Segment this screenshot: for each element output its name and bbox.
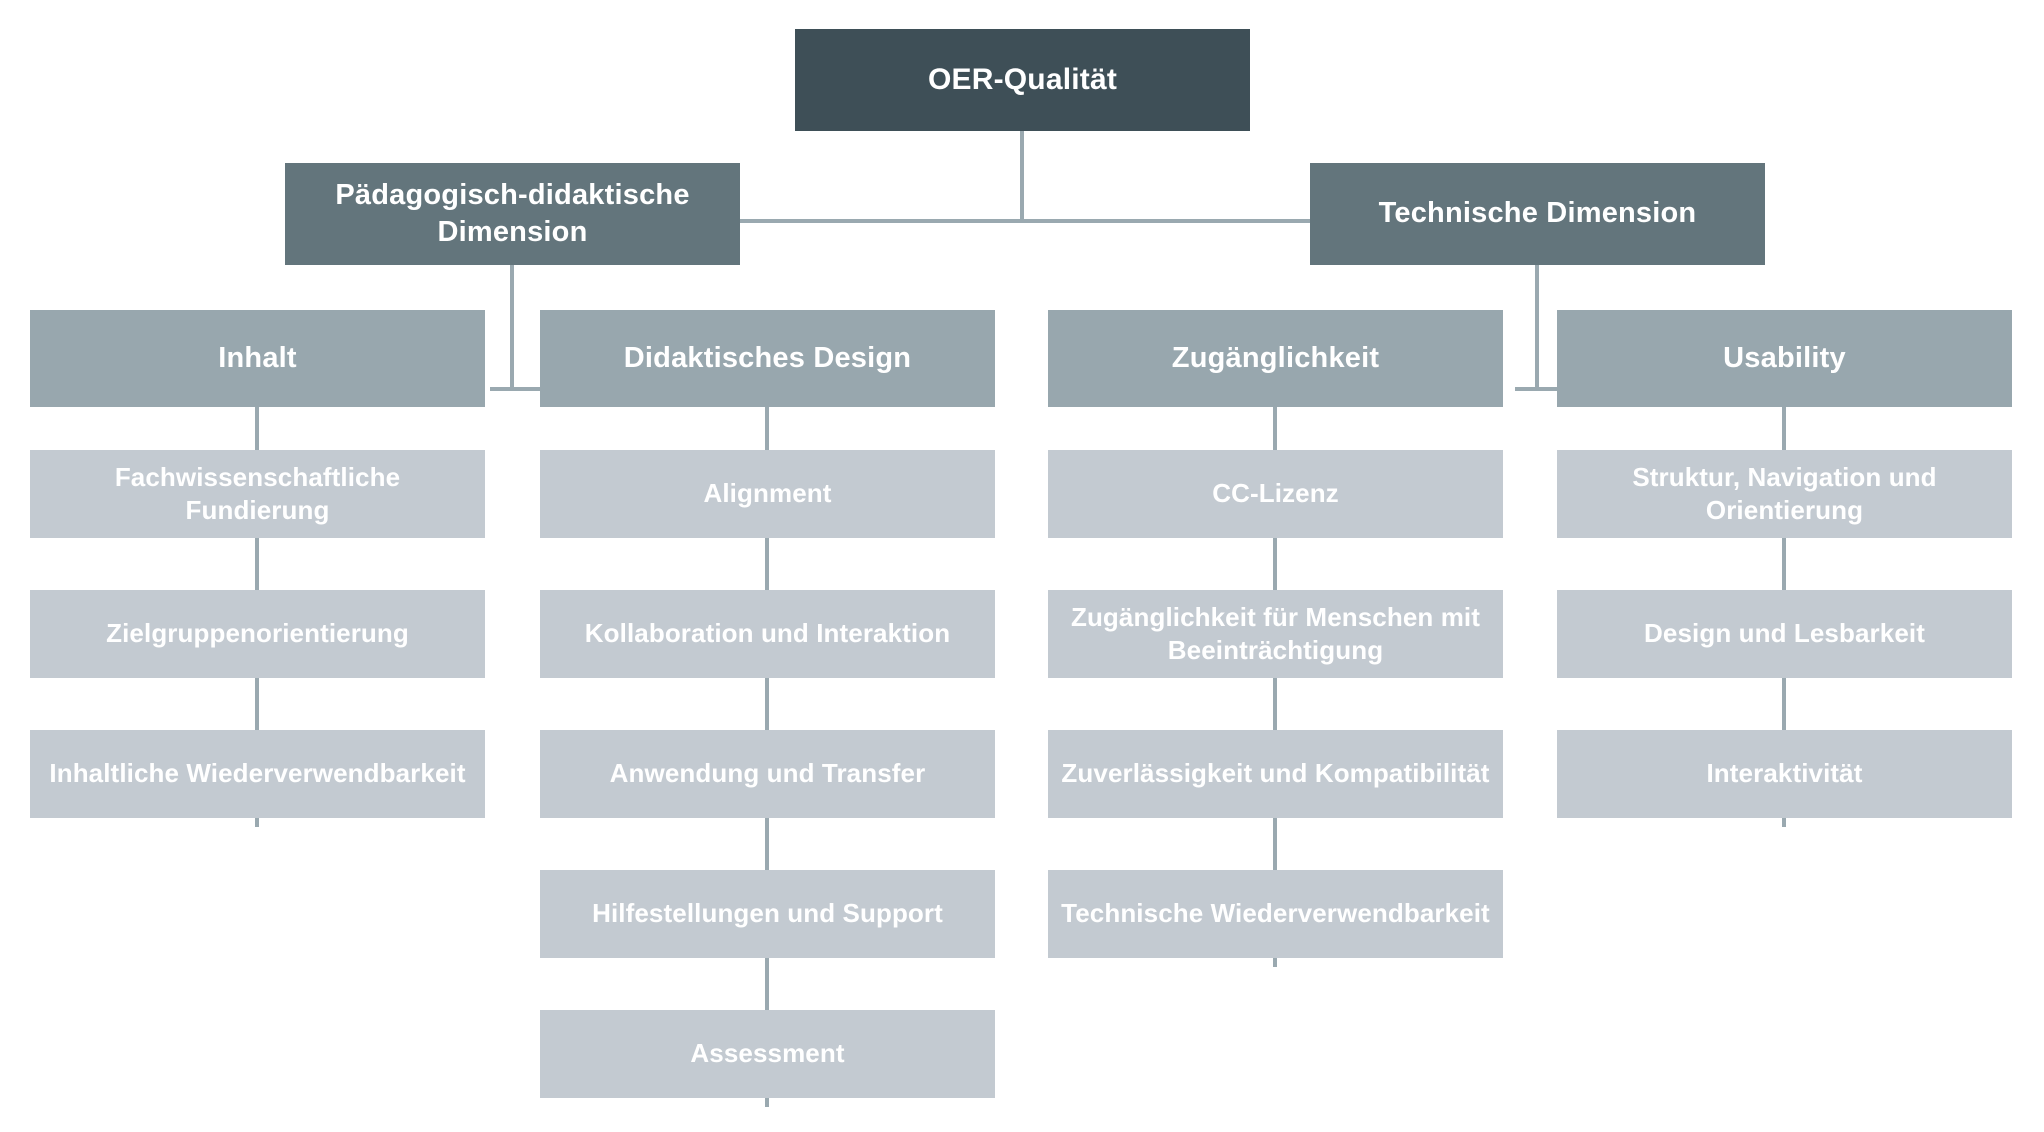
node-didaktisches-design[interactable]: Didaktisches Design <box>540 310 995 407</box>
connector-dimension-spine <box>735 219 1315 223</box>
node-technische-wiederverwendbarkeit[interactable]: Technische Wiederverwendbarkeit <box>1048 870 1503 958</box>
node-label: Design und Lesbarkeit <box>1644 618 1925 649</box>
connector-pedagogical-category-spine <box>490 387 550 391</box>
node-label: Struktur, Navigation und Orientierung <box>1632 461 1937 525</box>
node-zugaenglichkeit[interactable]: Zugänglichkeit <box>1048 310 1503 407</box>
node-label: CC-Lizenz <box>1212 478 1339 509</box>
node-label: Fachwissenschaftliche Fundierung <box>114 461 401 525</box>
node-label: Zuverlässigkeit und Kompatibilität <box>1061 758 1490 789</box>
node-label: Didaktisches Design <box>623 341 912 374</box>
node-label: Zugänglichkeit <box>1171 341 1380 374</box>
node-interaktivitaet[interactable]: Interaktivität <box>1557 730 2012 818</box>
node-label: Pädagogisch-didaktische Dimension <box>335 178 690 248</box>
connector-technical-to-categories <box>1535 265 1539 390</box>
node-oer-qualitaet[interactable]: OER-Qualität <box>795 29 1250 131</box>
connector-technical-category-spine <box>1515 387 1575 391</box>
node-inhalt[interactable]: Inhalt <box>30 310 485 407</box>
connector-zugaenglichkeit-stem <box>1273 407 1277 967</box>
node-inhaltliche-wiederverwendbarkeit[interactable]: Inhaltliche Wiederverwendbarkeit <box>30 730 485 818</box>
node-label: OER-Qualität <box>927 62 1118 96</box>
node-label: Hilfestellungen und Support <box>592 898 943 929</box>
node-zielgruppenorientierung[interactable]: Zielgruppenorientierung <box>30 590 485 678</box>
node-label: Inhalt <box>218 341 297 374</box>
node-label: Technische Wiederverwendbarkeit <box>1061 898 1490 929</box>
node-paedagogisch-didaktische-dimension[interactable]: Pädagogisch-didaktische Dimension <box>285 163 740 265</box>
node-hilfestellungen-und-support[interactable]: Hilfestellungen und Support <box>540 870 995 958</box>
node-usability[interactable]: Usability <box>1557 310 2012 407</box>
node-anwendung-und-transfer[interactable]: Anwendung und Transfer <box>540 730 995 818</box>
node-alignment[interactable]: Alignment <box>540 450 995 538</box>
node-kollaboration-und-interaktion[interactable]: Kollaboration und Interaktion <box>540 590 995 678</box>
node-assessment[interactable]: Assessment <box>540 1010 995 1098</box>
node-zugaenglichkeit-fuer-menschen-mit-beeintraechtigung[interactable]: Zugänglichkeit für Menschen mit Beeinträ… <box>1048 590 1503 678</box>
node-label: Usability <box>1723 341 1846 374</box>
node-label: Alignment <box>703 478 832 509</box>
node-label: Interaktivität <box>1706 758 1863 789</box>
node-label: Anwendung und Transfer <box>609 758 926 789</box>
node-zuverlaessigkeit-und-kompatibilitaet[interactable]: Zuverlässigkeit und Kompatibilität <box>1048 730 1503 818</box>
node-technische-dimension[interactable]: Technische Dimension <box>1310 163 1765 265</box>
node-label: Inhaltliche Wiederverwendbarkeit <box>49 758 466 789</box>
node-label: Kollaboration und Interaktion <box>584 618 951 649</box>
node-label: Zielgruppenorientierung <box>106 618 409 649</box>
node-fachwissenschaftliche-fundierung[interactable]: Fachwissenschaftliche Fundierung <box>30 450 485 538</box>
node-cc-lizenz[interactable]: CC-Lizenz <box>1048 450 1503 538</box>
node-label: Technische Dimension <box>1378 197 1697 230</box>
node-label: Assessment <box>690 1038 845 1069</box>
connector-pedagogical-to-categories <box>510 265 514 390</box>
node-struktur-navigation-und-orientierung[interactable]: Struktur, Navigation und Orientierung <box>1557 450 2012 538</box>
node-label: Zugänglichkeit für Menschen mit Beeinträ… <box>1070 601 1481 665</box>
node-design-und-lesbarkeit[interactable]: Design und Lesbarkeit <box>1557 590 2012 678</box>
connector-root-to-spine <box>1020 131 1024 221</box>
